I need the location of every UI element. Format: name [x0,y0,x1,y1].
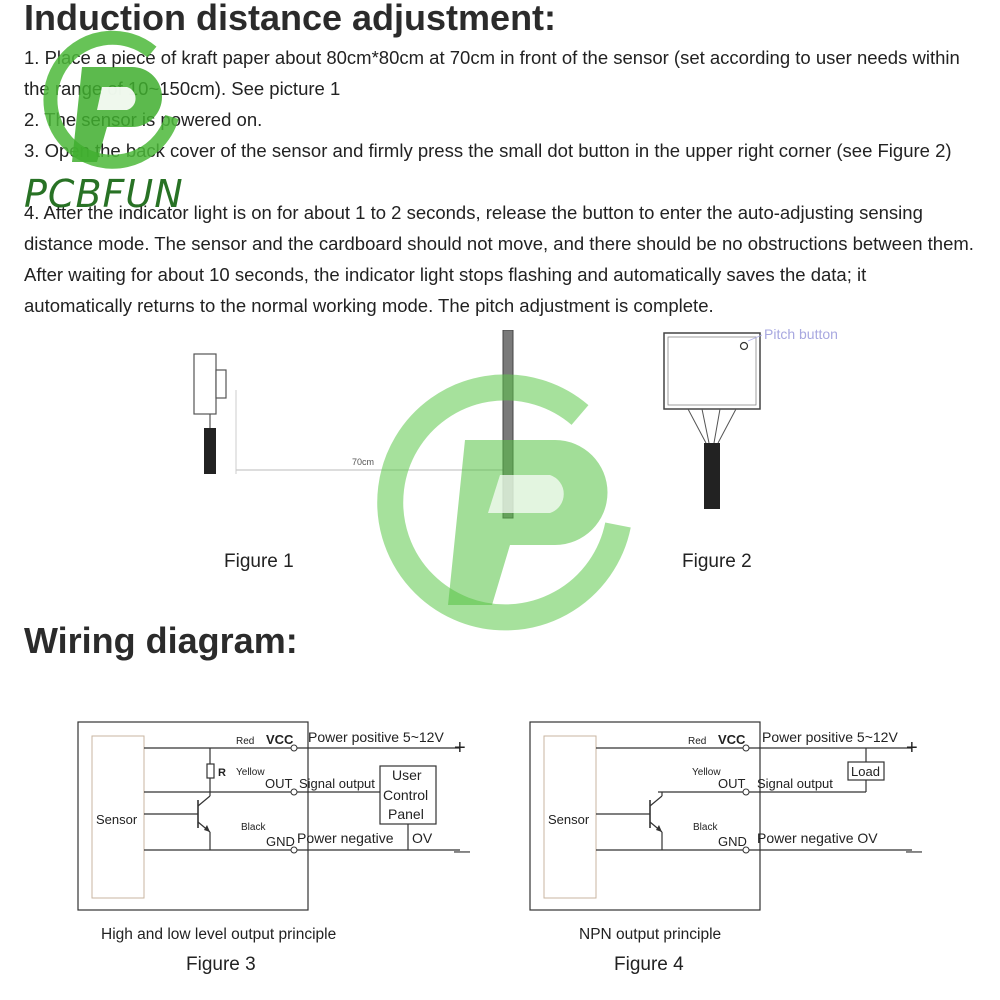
user-control-panel [379,765,437,825]
signal-output-label: Signal output [299,776,375,791]
logo-wordmark: PCBFUN [24,172,184,216]
load-label: Load [851,764,880,779]
figure-3-caption: Figure 3 [186,954,256,975]
plus-sign: + [454,737,466,759]
pitch-button-label: Pitch button [764,326,838,342]
sensor-label: Sensor [96,812,138,827]
vcc-label: VCC [718,732,746,747]
figure-1-caption: Figure 1 [224,551,294,572]
wire-color-red: Red [688,736,706,747]
pitch-button-dot [739,341,749,351]
step-2: 2. The sensor is powered on. [24,109,263,130]
heading-wiring-diagram: Wiring diagram: [24,620,298,661]
figure-4-subcaption: NPN output principle [579,926,722,943]
sensor-label: Sensor [548,812,590,827]
wire-color-black: Black [693,822,718,833]
out-label: OUT [718,776,746,791]
wire-color-black: Black [241,822,266,833]
wire-color-red: Red [236,736,254,747]
step-1: 1. Place a piece of kraft paper about 80… [24,47,960,99]
panel-label-line-1: User [392,767,422,783]
figure-1-diagram: 70cm [193,330,514,519]
wire-color-yellow: Yellow [236,767,265,778]
plus-sign: + [906,737,918,759]
step-3: 3. Open the back cover of the sensor and… [24,140,952,161]
power-negative-label: Power negative OV [757,830,878,846]
sensor-block [91,735,145,899]
minus-sign: — [454,843,470,860]
figure-4-caption: Figure 4 [614,954,684,975]
sensor-block [543,735,597,899]
signal-output-label: Signal output [757,776,833,791]
figure-3-subcaption: High and low level output principle [101,926,337,943]
heading-induction-distance: Induction distance adjustment: [24,0,557,38]
sensor-cable [704,443,720,509]
power-positive-label: Power positive 5~12V [308,729,444,745]
vcc-label: VCC [266,732,294,747]
distance-label: 70cm [352,457,374,467]
minus-sign: — [906,843,922,860]
kraft-board [502,330,514,519]
figure-3-diagram: Sensor Red VCC Power positive 5~12V + R … [77,721,470,911]
gnd-label: GND [266,834,295,849]
resistor-label: R [218,767,226,779]
figure-2-caption: Figure 2 [682,551,752,572]
panel-label-line-2: Control [383,787,428,803]
gnd-label: GND [718,834,747,849]
out-label: OUT [265,776,293,791]
power-positive-label: Power positive 5~12V [762,729,898,745]
power-negative-label: Power negative [297,830,394,846]
wire-color-yellow: Yellow [692,767,721,778]
sensor-cable [204,428,216,474]
ov-label: OV [412,830,433,846]
step-4: 4. After the indicator light is on for a… [24,202,974,316]
panel-label-line-3: Panel [388,806,424,822]
figure-2-diagram [663,332,763,509]
sensor-body [193,353,217,415]
figure-4-diagram: Sensor Red VCC Power positive 5~12V + Lo… [529,721,922,911]
